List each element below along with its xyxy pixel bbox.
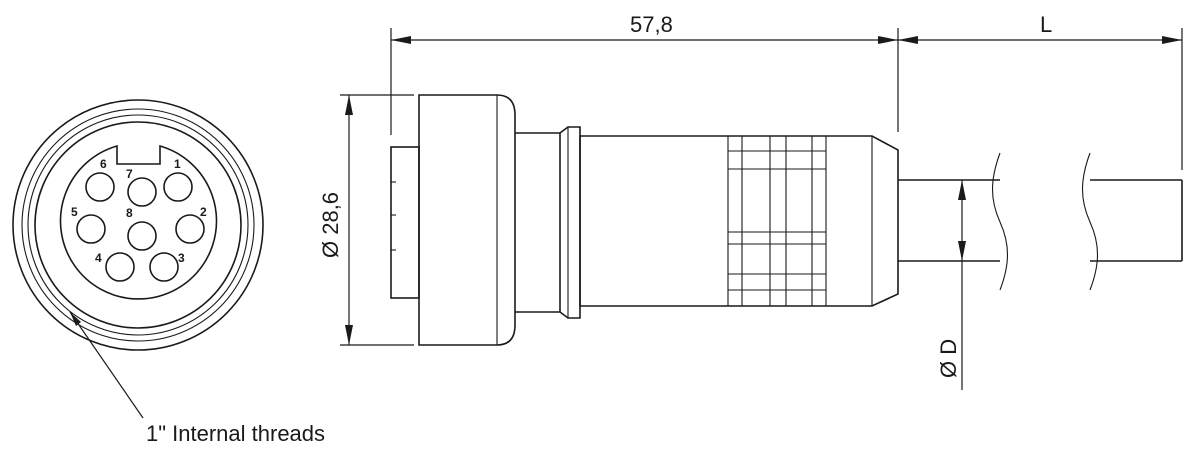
pin-holes [76,172,205,282]
pin-hole-7 [127,177,157,207]
dimension-arrow [898,36,918,44]
pin-labels: 1 2 3 4 5 6 7 8 [71,157,207,265]
coupling-nut [418,94,516,346]
pin-label-3: 3 [178,251,185,265]
dimension-arrow [958,241,966,261]
pin-hole-8 [127,221,157,251]
pin-hole-6 [85,172,115,202]
pin-hole-3 [149,252,179,282]
pin-label-1: 1 [174,157,181,171]
dimension-arrow [878,36,898,44]
thread-leader-arrow [70,312,81,326]
cable-break-right [1082,152,1098,291]
dimensions: 57,8 L Ø 28,6 Ø D [318,12,1183,390]
side-view [390,94,1183,346]
thread-ring [21,108,255,342]
pin-label-8: 8 [126,206,133,220]
dimension-arrow [1162,36,1182,44]
neck [515,132,561,313]
cable-break-left [992,152,1008,291]
dimension-arrow [391,36,411,44]
pin-hole-5 [76,214,106,244]
pin-insert [59,144,218,300]
pin-label-6: 6 [100,157,107,171]
pin-hole-4 [105,252,135,282]
thread-note: 1" Internal threads [146,421,325,446]
dimension-arrow [345,325,353,345]
thread-ring-inner [27,114,249,336]
cable-diameter-label: Ø D [936,339,961,378]
collar [559,126,581,319]
insert-ring [34,121,242,329]
length-dimension-label: 57,8 [630,12,673,37]
dimension-arrow [345,95,353,115]
grip-grooves [727,136,827,306]
cable-length-label: L [1040,12,1052,37]
front-view: 1 2 3 4 5 6 7 8 1" Internal threads [12,99,325,446]
connector-body [579,135,899,307]
pin-label-7: 7 [126,167,133,181]
pin-hole-1 [163,172,193,202]
diameter-dimension-label: Ø 28,6 [318,192,343,258]
pin-label-2: 2 [200,205,207,219]
outer-ring [12,99,264,351]
front-flange [390,146,420,299]
pin-label-4: 4 [95,251,102,265]
pin-hole-2 [175,214,205,244]
thread-leader-line [69,311,144,419]
dimension-arrow [958,180,966,200]
pin-label-5: 5 [71,205,78,219]
